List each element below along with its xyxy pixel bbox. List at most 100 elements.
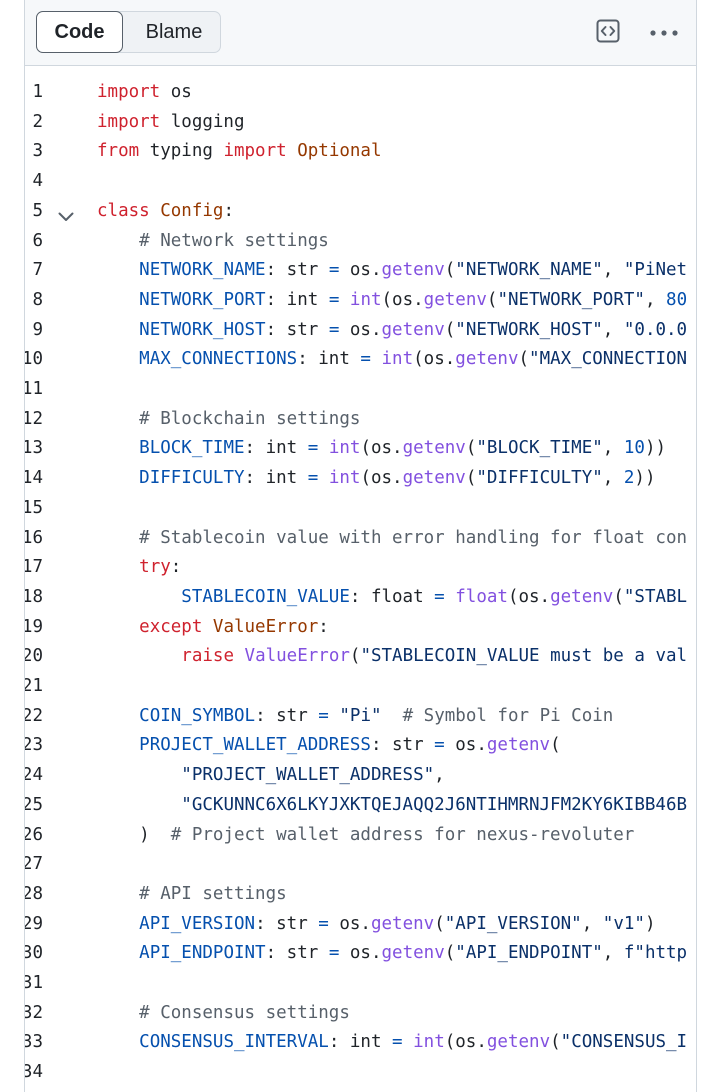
code-token: )) xyxy=(634,468,656,489)
code-text: # Stablecoin value with error handling f… xyxy=(97,523,687,553)
code-token xyxy=(97,617,139,637)
line-number[interactable]: 30 xyxy=(24,943,43,964)
code-token xyxy=(97,735,139,755)
code-token: "Pi" xyxy=(339,705,382,726)
code-token xyxy=(97,646,181,666)
line-number[interactable]: 12 xyxy=(24,408,43,429)
code-line: 13 BLOCK_TIME: int = int(os.getenv("BLOC… xyxy=(25,433,696,463)
code-token: os. xyxy=(328,913,371,934)
code-token: int xyxy=(413,1032,445,1053)
code-token: int xyxy=(328,468,361,489)
code-token: : int xyxy=(244,468,308,489)
code-token: "API_VERSION" xyxy=(444,913,582,934)
line-number[interactable]: 25 xyxy=(24,794,43,815)
line-number[interactable]: 22 xyxy=(24,705,43,726)
code-line: 4 xyxy=(25,166,696,196)
line-number[interactable]: 34 xyxy=(24,1062,43,1083)
view-mode-toggle: Code Blame xyxy=(36,11,221,53)
chevron-down-icon[interactable] xyxy=(57,204,75,221)
code-line: 24 "PROJECT_WALLET_ADDRESS", xyxy=(25,760,696,790)
code-token: "API_ENDPOINT" xyxy=(455,943,603,964)
code-token: os. xyxy=(339,319,382,340)
code-token: "0.0.0 xyxy=(623,319,688,340)
code-token: "NETWORK_NAME" xyxy=(455,260,603,281)
line-number[interactable]: 9 xyxy=(32,319,43,340)
line-number[interactable]: 16 xyxy=(24,527,43,548)
line-number[interactable]: 27 xyxy=(24,854,43,875)
code-token: (os. xyxy=(444,1032,487,1053)
blame-tab-button[interactable]: Blame xyxy=(145,21,203,43)
code-token: import xyxy=(97,111,161,132)
code-token: Optional xyxy=(286,141,382,162)
line-number[interactable]: 19 xyxy=(24,616,43,637)
code-token: : int xyxy=(297,349,361,370)
code-token: STABLECOIN_VALUE xyxy=(181,586,350,607)
code-token: ( xyxy=(465,438,477,459)
code-token: = xyxy=(434,735,445,756)
code-token: typing xyxy=(139,141,224,162)
line-number[interactable]: 21 xyxy=(24,676,43,696)
code-text: STABLECOIN_VALUE: float = float(os.geten… xyxy=(97,582,687,612)
code-token: , xyxy=(602,468,624,489)
line-number[interactable]: 11 xyxy=(24,379,43,399)
code-token: # Network settings xyxy=(139,230,329,251)
code-token: = xyxy=(328,260,340,281)
code-line: 22 COIN_SYMBOL: str = "Pi" # Symbol for … xyxy=(25,701,696,731)
more-options-button[interactable] xyxy=(645,20,683,46)
line-number[interactable]: 31 xyxy=(24,973,43,993)
code-token: getenv xyxy=(381,943,445,964)
code-token: (os. xyxy=(360,468,403,489)
line-number[interactable]: 1 xyxy=(32,82,43,102)
line-number[interactable]: 29 xyxy=(24,913,43,934)
code-token: = xyxy=(328,319,340,340)
line-number[interactable]: 4 xyxy=(32,171,43,192)
code-token: = xyxy=(307,468,319,489)
code-token: from xyxy=(97,141,140,162)
code-token: # Stablecoin value with error handling f… xyxy=(139,527,688,548)
line-number[interactable]: 24 xyxy=(24,765,43,786)
line-number[interactable]: 6 xyxy=(32,230,43,251)
line-number[interactable]: 17 xyxy=(24,557,43,578)
line-number[interactable]: 23 xyxy=(24,735,43,756)
code-token: : str xyxy=(370,735,435,756)
line-number[interactable]: 13 xyxy=(24,438,43,459)
line-number[interactable]: 8 xyxy=(32,289,43,310)
code-token: BLOCK_TIME xyxy=(139,438,245,459)
code-token: 80 xyxy=(666,289,688,310)
code-token xyxy=(97,765,181,785)
code-tab-button[interactable]: Code xyxy=(36,11,123,53)
code-token: (os. xyxy=(413,349,456,370)
line-number[interactable]: 14 xyxy=(24,468,43,489)
code-token xyxy=(318,438,329,458)
code-line: 12 # Blockchain settings xyxy=(25,404,696,434)
line-number[interactable]: 5 xyxy=(32,200,43,221)
code-token: "v1" xyxy=(602,913,645,934)
code-token xyxy=(97,438,139,458)
line-number[interactable]: 18 xyxy=(24,586,43,607)
line-number[interactable]: 7 xyxy=(32,260,43,281)
code-token: ( xyxy=(550,735,561,756)
line-number[interactable]: 15 xyxy=(24,497,43,518)
raw-view-button[interactable] xyxy=(595,19,621,46)
line-number[interactable]: 10 xyxy=(24,349,43,370)
line-number[interactable]: 20 xyxy=(24,646,43,667)
code-token: : str xyxy=(265,319,329,340)
line-number[interactable]: 33 xyxy=(24,1032,43,1053)
code-text: NETWORK_PORT: int = int(os.getenv("NETWO… xyxy=(97,285,687,315)
code-text: "GCKUNNC6X6LKYJXKTQEJAQQ2J6NTIHMRNJFM2KY… xyxy=(97,790,687,820)
code-token: , xyxy=(434,765,445,786)
line-number[interactable]: 3 xyxy=(32,141,43,162)
code-token: ) xyxy=(644,913,656,934)
code-token xyxy=(97,914,139,934)
code-token: : xyxy=(170,557,182,578)
line-number[interactable]: 28 xyxy=(24,883,43,904)
code-text: COIN_SYMBOL: str = "Pi" # Symbol for Pi … xyxy=(97,701,613,731)
code-token: ( xyxy=(444,260,456,281)
line-number[interactable]: 2 xyxy=(32,111,43,132)
line-number[interactable]: 32 xyxy=(24,1002,43,1023)
line-number[interactable]: 26 xyxy=(24,824,43,845)
code-line: 25 "GCKUNNC6X6LKYJXKTQEJAQQ2J6NTIHMRNJFM… xyxy=(25,790,696,820)
code-token: = xyxy=(434,586,445,607)
code-token: "GCKUNNC6X6LKYJXKTQEJAQQ2J6NTIHMRNJFM2KY… xyxy=(181,794,688,815)
code-token: : str xyxy=(255,913,319,934)
